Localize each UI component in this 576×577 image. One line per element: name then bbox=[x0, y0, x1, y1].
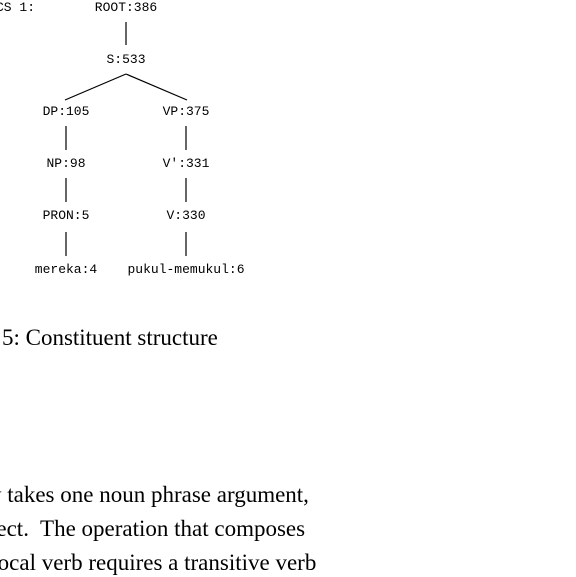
node-vp: VP:375 bbox=[162, 104, 210, 119]
leaf-pukul-memukul: pukul-memukul:6 bbox=[127, 262, 245, 277]
node-root: ROOT:386 bbox=[94, 0, 158, 15]
node-s: S:533 bbox=[106, 52, 146, 67]
edge-s-dp bbox=[64, 73, 127, 101]
node-np: NP:98 bbox=[46, 156, 86, 171]
node-v: V:330 bbox=[166, 208, 206, 223]
tree-edges bbox=[64, 22, 188, 256]
edge-s-vp bbox=[125, 73, 188, 101]
body-line-2: ject. The operation that composes bbox=[0, 516, 306, 541]
body-line-3: rocal verb requires a transitive verb bbox=[0, 550, 317, 575]
cs-label: CS 1: bbox=[0, 0, 36, 15]
node-vbar: V':331 bbox=[162, 156, 210, 171]
node-pron: PRON:5 bbox=[42, 208, 90, 223]
body-line-1: y takes one noun phrase argument, bbox=[0, 482, 309, 507]
node-dp: DP:105 bbox=[42, 104, 90, 119]
leaf-mereka: mereka:4 bbox=[34, 262, 98, 277]
constituent-tree: CS 1: ROOT:386 S:533 DP:105 VP:375 NP:98… bbox=[0, 0, 245, 277]
figure-caption: e 5: Constituent structure bbox=[0, 325, 218, 350]
